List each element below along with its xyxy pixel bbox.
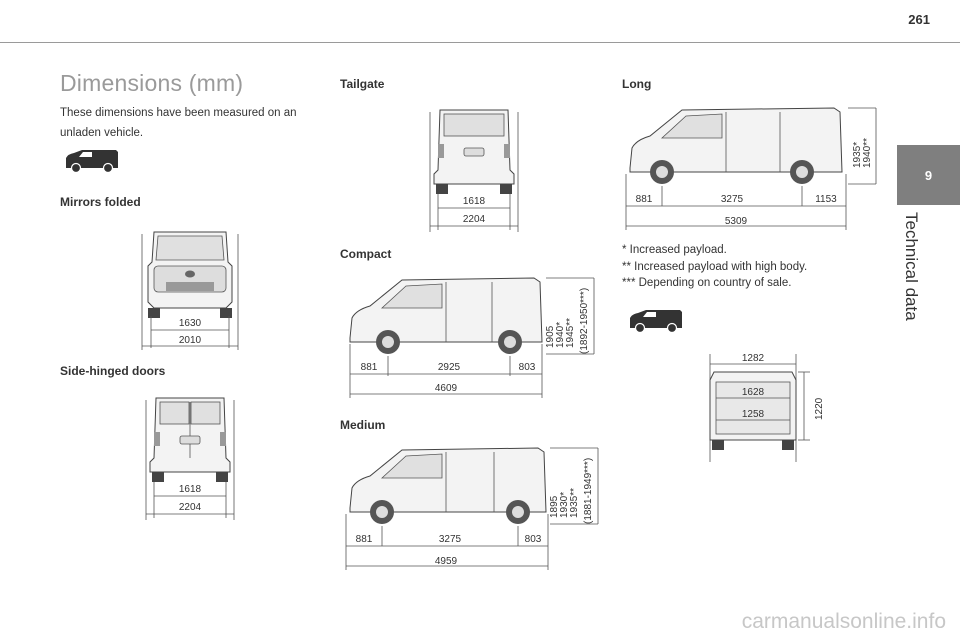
side-hinged-outer-width: 2204 xyxy=(179,502,202,513)
medium-height-1: 1895 xyxy=(549,495,560,518)
cargo-top-width: 1282 xyxy=(742,353,765,364)
medium-wheelbase: 3275 xyxy=(439,534,462,545)
long-height-1: 1935* xyxy=(852,142,863,168)
tailgate-inner-width: 1618 xyxy=(463,196,486,207)
tailgate-heading: Tailgate xyxy=(340,77,385,91)
compact-front-overhang: 881 xyxy=(361,362,378,373)
compact-height-4: (1892-1950***) xyxy=(579,288,590,354)
cargo-area-diagram: 1282 1628 1258 1220 xyxy=(709,353,825,462)
rear-view-side-hinged-diagram: 1618 2204 xyxy=(145,397,235,520)
mirrors-folded-heading: Mirrors folded xyxy=(60,195,141,209)
long-front-overhang: 881 xyxy=(636,194,653,205)
compact-height-3: 1945** xyxy=(565,318,576,348)
watermark: carmanualsonline.info xyxy=(741,610,946,633)
medium-side-view-diagram: 881 3275 803 4959 1895 1930* 1935** (188… xyxy=(345,447,599,570)
medium-rear-overhang: 803 xyxy=(525,534,542,545)
compact-total-length: 4609 xyxy=(435,383,458,394)
tailgate-outer-width: 2204 xyxy=(463,214,486,225)
compact-heading: Compact xyxy=(340,247,392,261)
side-hinged-heading: Side-hinged doors xyxy=(60,364,166,378)
compact-height-2: 1940* xyxy=(555,322,566,348)
medium-total-length: 4959 xyxy=(435,556,458,567)
footnote: ** Increased payload with high body. xyxy=(622,260,808,273)
intro-text: These dimensions have been measured on a… xyxy=(60,107,297,139)
cargo-middle-width: 1628 xyxy=(742,387,765,398)
medium-height-4: (1881-1949***) xyxy=(583,458,594,524)
cargo-bottom-width: 1258 xyxy=(742,409,765,420)
side-hinged-inner-width: 1618 xyxy=(179,484,202,495)
front-view-diagram: 1630 2010 xyxy=(141,231,239,350)
page-title: Dimensions (mm) xyxy=(60,70,244,96)
long-heading: Long xyxy=(622,77,652,91)
chapter-tab[interactable]: 9 xyxy=(897,145,960,205)
compact-wheelbase: 2925 xyxy=(438,362,461,373)
rear-view-tailgate-diagram: 1618 2204 xyxy=(429,109,519,232)
page-number: 261 xyxy=(908,12,930,27)
compact-side-view-diagram: 881 2925 803 4609 1905 1940* 1945** (189… xyxy=(349,277,595,398)
long-wheelbase: 3275 xyxy=(721,194,744,205)
top-rule xyxy=(0,42,960,43)
cargo-height: 1220 xyxy=(814,397,825,420)
van-icon xyxy=(66,150,118,174)
footnotes: * Increased payload. ** Increased payloa… xyxy=(622,242,807,292)
long-total-length: 5309 xyxy=(725,216,748,227)
compact-height-1: 1905 xyxy=(545,325,556,348)
footnote: *** Depending on country of sale. xyxy=(622,277,792,289)
footnote: * Increased payload. xyxy=(622,244,727,256)
long-height-2: 1940** xyxy=(862,138,873,168)
medium-heading: Medium xyxy=(340,418,386,432)
long-side-view-diagram: 881 3275 1153 5309 1935* 1940** xyxy=(625,107,877,230)
long-rear-overhang: 1153 xyxy=(815,194,837,205)
medium-height-2: 1930* xyxy=(559,492,570,518)
van-icon xyxy=(630,310,682,334)
mirrors-outer-width: 2010 xyxy=(179,335,202,346)
chapter-label: Technical data xyxy=(902,212,921,321)
mirrors-inner-width: 1630 xyxy=(179,318,202,329)
medium-front-overhang: 881 xyxy=(356,534,373,545)
compact-rear-overhang: 803 xyxy=(519,362,536,373)
medium-height-3: 1935** xyxy=(569,488,580,518)
